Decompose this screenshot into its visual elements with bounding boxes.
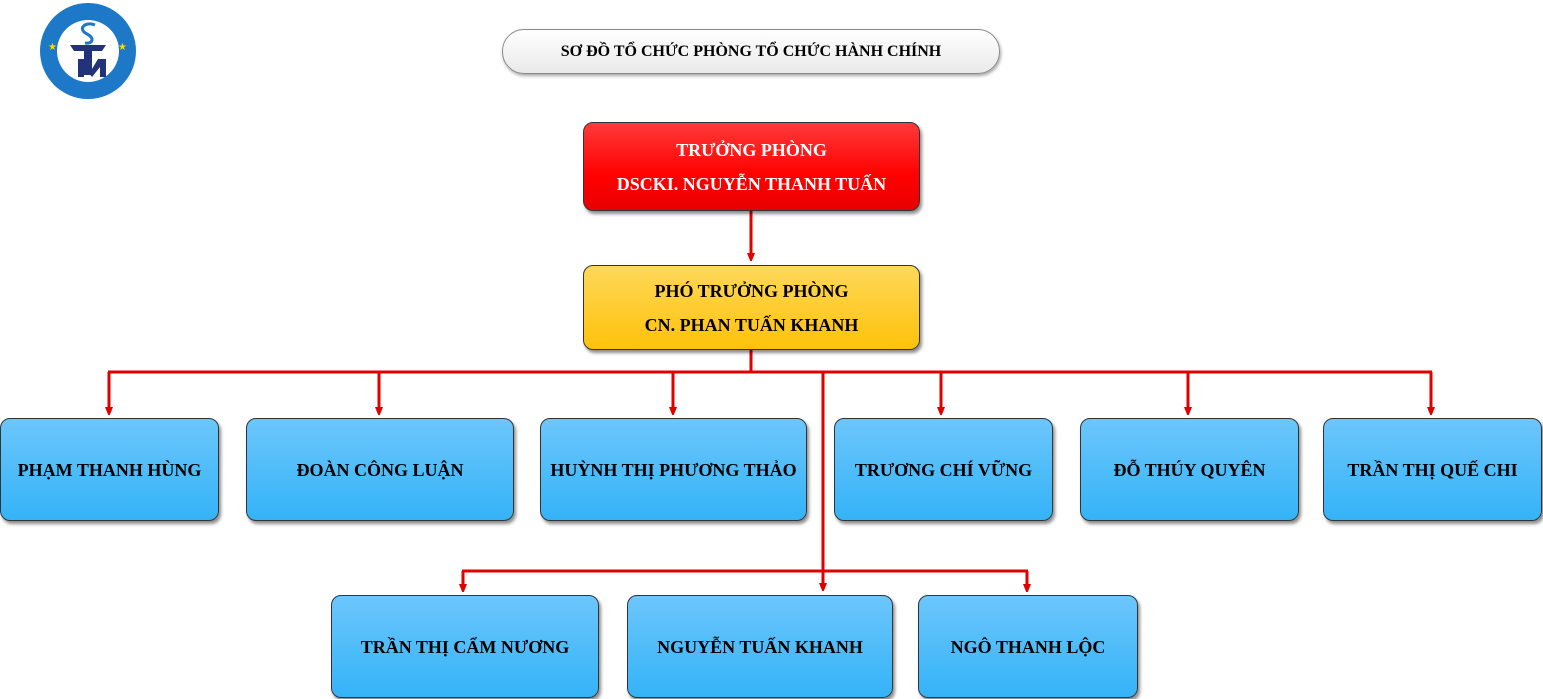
head-role: TRƯỞNG PHÒNG [676,139,827,160]
staff-box: ĐỖ THÚY QUYÊN [1080,418,1299,521]
staff-box: TRƯƠNG CHÍ VỮNG [834,418,1053,521]
logo: ★ ★ [40,3,136,99]
staff-box: NGÔ THANH LỘC [918,595,1138,698]
star-icon: ★ [48,42,57,53]
chart-title: SƠ ĐỒ TỔ CHỨC PHÒNG TỔ CHỨC HÀNH CHÍNH [502,29,1000,74]
deputy-role: PHÓ TRƯỞNG PHÒNG [654,280,849,301]
staff-box: HUỲNH THỊ PHƯƠNG THẢO [540,418,807,521]
deputy-box: PHÓ TRƯỞNG PHÒNG CN. PHAN TUẤN KHANH [583,265,920,350]
staff-box: NGUYỄN TUẤN KHANH [627,595,893,698]
staff-box: ĐOÀN CÔNG LUẬN [246,418,514,521]
head-box: TRƯỞNG PHÒNG DSCKI. NGUYỄN THANH TUẤN [583,122,920,211]
head-name: DSCKI. NGUYỄN THANH TUẤN [616,173,887,194]
staff-box: TRẦN THỊ QUẾ CHI [1323,418,1542,521]
star-icon: ★ [118,42,127,53]
deputy-name: CN. PHAN TUẤN KHANH [644,314,859,335]
logo-monogram-icon [70,22,106,77]
staff-box: PHẠM THANH HÙNG [0,418,219,521]
staff-box: TRẦN THỊ CẨM NƯƠNG [331,595,599,698]
